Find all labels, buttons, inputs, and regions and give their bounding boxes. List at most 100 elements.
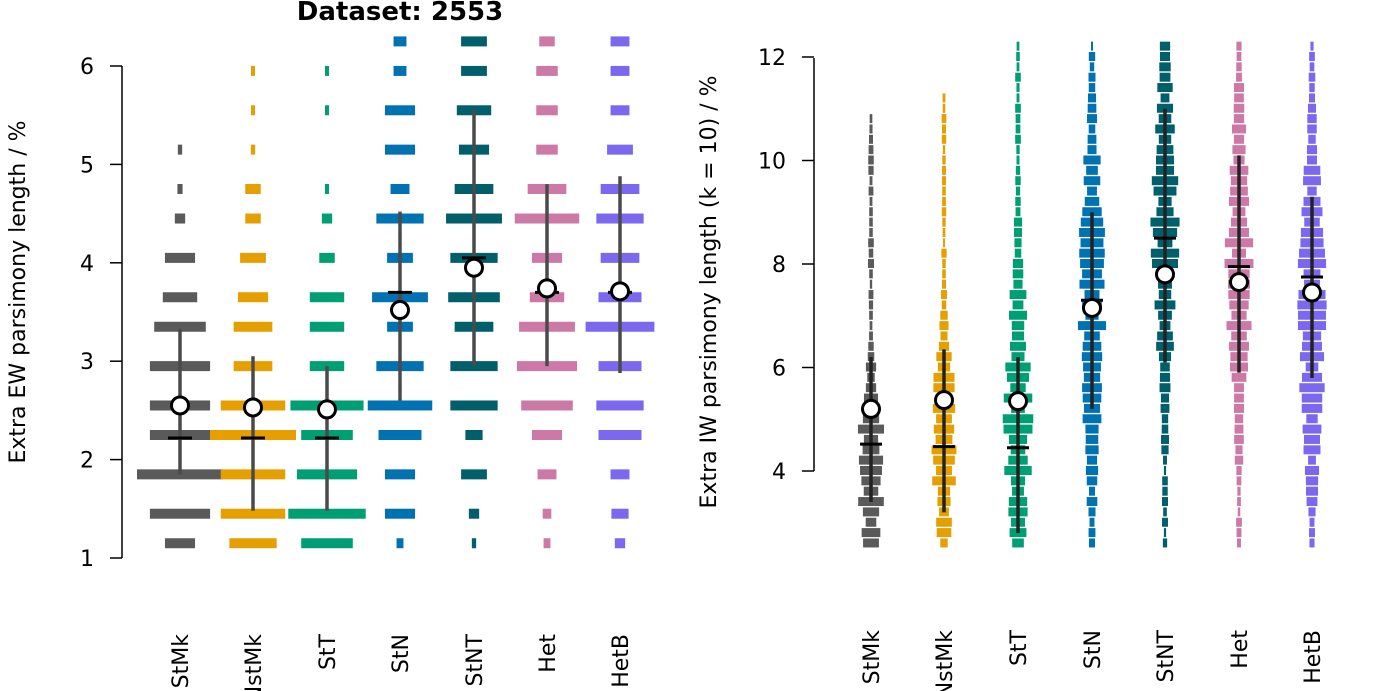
iw-bin-het bbox=[1236, 62, 1242, 72]
iw-bin-stmk bbox=[868, 186, 874, 196]
iw-category-label-stn: StN bbox=[1081, 630, 1106, 669]
iw-bin-stt bbox=[1016, 52, 1020, 61]
iw-bin-stmk bbox=[869, 279, 873, 289]
iw-bin-stt bbox=[1014, 238, 1022, 248]
ew-bin-het bbox=[542, 508, 552, 519]
iw-bin-stmk bbox=[867, 352, 875, 362]
iw-bin-stn bbox=[1088, 83, 1096, 93]
iw-bin-stn bbox=[1088, 538, 1096, 548]
ew-bin-het bbox=[531, 430, 563, 440]
iw-bin-stmk bbox=[868, 248, 874, 258]
iw-bin-stn bbox=[1083, 155, 1101, 165]
iw-bin-stnt bbox=[1163, 455, 1167, 465]
iw-bin-stnt bbox=[1163, 528, 1167, 538]
iw-bin-stt bbox=[1015, 176, 1021, 186]
iw-mean-hetb bbox=[1302, 282, 1322, 303]
iw-bin-stmk bbox=[869, 331, 873, 341]
iw-bin-stn bbox=[1083, 176, 1101, 186]
iw-bin-stmk bbox=[863, 538, 879, 548]
iw-bin-hetb bbox=[1309, 528, 1315, 538]
iw-bin-stnt bbox=[1159, 41, 1171, 51]
iw-bin-stnt bbox=[1161, 414, 1169, 424]
ew-bin-hetb bbox=[607, 144, 633, 155]
iw-bin-nstmk bbox=[942, 145, 946, 155]
iw-bin-hetb bbox=[1304, 466, 1320, 475]
iw-bin-stnt bbox=[1159, 72, 1171, 82]
ew-bin-stt bbox=[288, 508, 366, 519]
iw-bin-stt bbox=[1014, 227, 1022, 237]
iw-bin-stt bbox=[1012, 538, 1024, 548]
iw-bin-stn bbox=[1085, 445, 1099, 455]
ew-category-label-stnt: StNT bbox=[463, 633, 488, 686]
ew-bin-stnt bbox=[461, 65, 487, 76]
iw-mean-het bbox=[1229, 272, 1249, 293]
iw-bin-stt bbox=[1013, 217, 1023, 227]
iw-mean-stmk bbox=[861, 398, 881, 419]
iw-bin-hetb bbox=[1307, 114, 1317, 124]
iw-category-label-nstmk: NstMk bbox=[933, 630, 958, 691]
ew-bin-stn bbox=[396, 538, 404, 549]
ew-bin-stt bbox=[301, 538, 353, 549]
ew-bin-hetb bbox=[610, 469, 630, 480]
ew-category-label-nstmk: NstMk bbox=[242, 634, 267, 691]
iw-bin-stnt bbox=[1159, 62, 1171, 72]
iw-distributions bbox=[857, 41, 1327, 548]
iw-bin-het bbox=[1236, 466, 1242, 475]
iw-bin-hetb bbox=[1308, 507, 1316, 517]
ew-bin-nstmk bbox=[240, 252, 266, 263]
iw-bin-nstmk bbox=[941, 124, 947, 134]
iw-bin-stnt bbox=[1160, 403, 1170, 413]
ew-bin-het bbox=[536, 144, 558, 155]
ew-category-label-het: Het bbox=[536, 634, 561, 673]
iw-bin-het bbox=[1234, 393, 1244, 403]
ew-bin-nstmk bbox=[229, 538, 277, 549]
iw-bin-hetb bbox=[1306, 414, 1318, 424]
iw-bin-stn bbox=[1087, 103, 1097, 113]
iw-bin-hetb bbox=[1308, 93, 1316, 103]
iw-bin-hetb bbox=[1309, 83, 1315, 93]
iw-bin-stnt bbox=[1162, 517, 1168, 527]
iw-bin-stn bbox=[1085, 466, 1099, 475]
iw-bin-hetb bbox=[1308, 134, 1316, 144]
iw-bin-nstmk bbox=[942, 155, 946, 165]
iw-bin-stt bbox=[1015, 114, 1021, 124]
iw-bin-stmk bbox=[862, 507, 880, 517]
ew-bin-stt bbox=[319, 252, 335, 263]
iw-bin-hetb bbox=[1301, 393, 1323, 403]
iw-tick-label: 8 bbox=[772, 253, 786, 278]
iw-bin-nstmk bbox=[941, 134, 947, 144]
iw-bin-stt bbox=[1012, 300, 1024, 310]
iw-bin-nstmk bbox=[941, 207, 947, 217]
iw-bin-stnt bbox=[1162, 486, 1168, 496]
iw-bin-stt bbox=[1012, 259, 1024, 268]
iw-bin-nstmk bbox=[941, 290, 947, 300]
iw-bin-stnt bbox=[1156, 103, 1174, 113]
ew-bin-nstmk bbox=[220, 508, 286, 519]
iw-bin-stnt bbox=[1162, 538, 1168, 548]
plot-title: Dataset: 2553 bbox=[297, 0, 503, 27]
iw-bin-stnt bbox=[1157, 83, 1173, 93]
iw-bin-nstmk bbox=[942, 259, 946, 268]
iw-category-label-stmk: StMk bbox=[860, 630, 885, 685]
iw-bin-stmk bbox=[869, 321, 873, 331]
iw-bin-nstmk bbox=[940, 331, 948, 341]
ew-bin-stmk bbox=[177, 184, 183, 194]
iw-bin-stt bbox=[1016, 83, 1020, 93]
ew-bin-stmk bbox=[162, 292, 198, 303]
iw-bin-stnt bbox=[1163, 466, 1167, 475]
iw-bin-het bbox=[1237, 507, 1241, 517]
ew-bin-het bbox=[536, 105, 558, 116]
ew-bin-nstmk bbox=[237, 292, 269, 303]
ew-bin-hetb bbox=[611, 508, 629, 519]
ew-category-label-stn: StN bbox=[389, 634, 414, 673]
ew-bin-hetb bbox=[596, 400, 644, 411]
iw-bin-stt bbox=[1016, 62, 1020, 72]
ew-tick-label: 3 bbox=[80, 350, 94, 375]
ew-bin-nstmk bbox=[233, 321, 273, 332]
iw-bin-hetb bbox=[1304, 434, 1320, 444]
iw-bin-hetb bbox=[1302, 424, 1322, 434]
iw-bin-stn bbox=[1086, 476, 1098, 486]
